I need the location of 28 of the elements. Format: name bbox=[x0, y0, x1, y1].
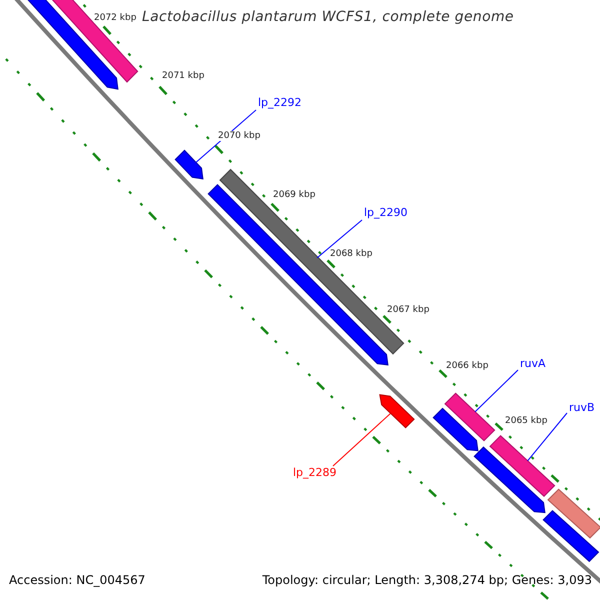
scale-label: 2069 kbp bbox=[273, 190, 316, 200]
gene-block bbox=[474, 446, 546, 514]
gene-block bbox=[489, 435, 556, 497]
gene-name-label: ruvA bbox=[520, 358, 546, 371]
genome-title: Lactobacillus plantarum WCFS1, complete genome bbox=[142, 9, 514, 26]
gene-block bbox=[547, 488, 600, 539]
gene-block bbox=[542, 510, 600, 562]
leader-line bbox=[527, 412, 568, 462]
gene-name-label: ruvB bbox=[569, 402, 595, 415]
leader-line bbox=[316, 220, 362, 258]
gene-block bbox=[379, 394, 415, 428]
leader-line bbox=[474, 370, 518, 412]
scale-label: 2066 kbp bbox=[446, 361, 488, 372]
genome-summary-text: Topology: circular; Length: 3,308,274 bp; Genes: 3,093 bbox=[262, 574, 592, 588]
gene-block bbox=[432, 408, 478, 452]
gene-block bbox=[174, 150, 204, 180]
scale-label: 2071 kbp bbox=[162, 71, 204, 82]
scale-label: 2068 kbp bbox=[330, 249, 372, 260]
scale-label: 2065 kbp bbox=[505, 416, 548, 426]
gene-block bbox=[444, 392, 496, 442]
scale-label: 2070 kbp bbox=[218, 131, 260, 142]
scale-label: 2072 kbp bbox=[94, 13, 136, 24]
scale-label: 2067 kbp bbox=[387, 305, 430, 316]
accession-text: Accession: NC_004567 bbox=[9, 574, 146, 588]
leader-line bbox=[332, 412, 392, 466]
gene-name-label: lp_2292 bbox=[258, 97, 302, 110]
gene-name-label: lp_2290 bbox=[364, 207, 408, 220]
gene-name-label: lp_2289 bbox=[293, 467, 337, 480]
